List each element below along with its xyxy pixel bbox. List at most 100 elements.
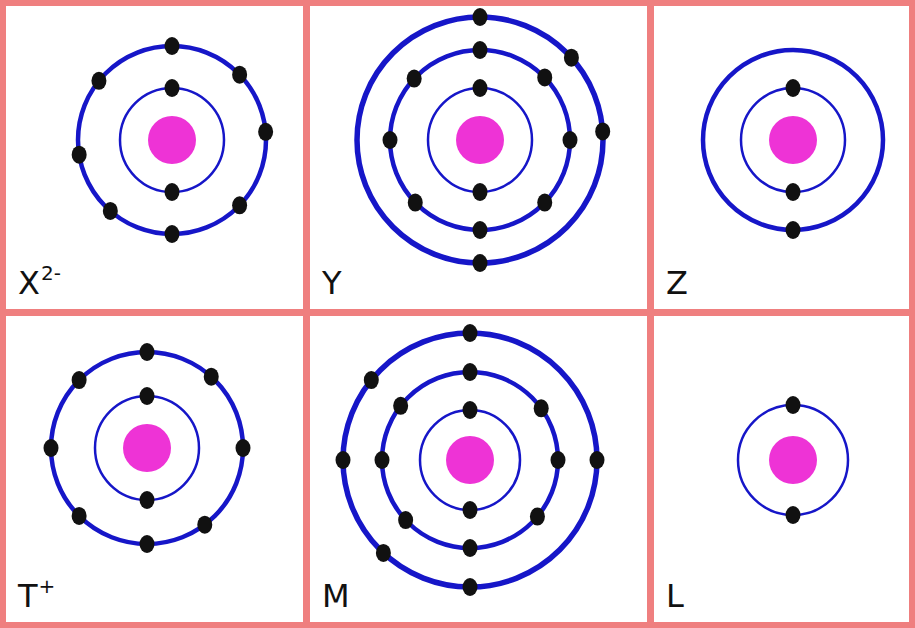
electron xyxy=(232,66,247,84)
electron xyxy=(236,439,251,457)
bohr-model xyxy=(72,37,273,243)
electron xyxy=(140,343,155,361)
charge-superscript: 2- xyxy=(41,261,61,285)
electron xyxy=(563,131,578,149)
electron-shell xyxy=(741,88,845,192)
element-symbol: M xyxy=(322,577,350,615)
electron xyxy=(336,451,351,469)
electron xyxy=(786,183,801,201)
electron xyxy=(463,539,478,557)
electron xyxy=(473,8,488,26)
electron xyxy=(258,123,273,141)
ion-symbol: L xyxy=(666,580,684,612)
panel-background xyxy=(6,6,303,309)
bohr-model xyxy=(357,8,610,272)
electron xyxy=(44,439,59,457)
electron xyxy=(232,196,247,214)
electron xyxy=(463,501,478,519)
electron xyxy=(408,194,423,212)
electron-shell xyxy=(51,352,243,544)
electron-shell xyxy=(78,46,266,234)
electron xyxy=(140,387,155,405)
electron xyxy=(551,451,566,469)
element-symbol: L xyxy=(666,577,684,615)
electron xyxy=(364,371,379,389)
atom-panel: T+ xyxy=(4,314,305,624)
electron xyxy=(595,122,610,140)
electron xyxy=(165,79,180,97)
element-symbol: Y xyxy=(322,264,342,302)
electron-shell xyxy=(95,396,199,500)
ion-symbol: Y xyxy=(322,267,342,299)
atom-panel: X2- xyxy=(4,4,305,311)
electron xyxy=(537,194,552,212)
bohr-model xyxy=(703,50,883,239)
element-symbol: X xyxy=(18,264,40,302)
electron xyxy=(376,544,391,562)
electron xyxy=(165,225,180,243)
nucleus xyxy=(769,116,817,164)
panel-background xyxy=(310,6,647,309)
electron xyxy=(473,254,488,272)
electron-shell xyxy=(357,17,603,263)
electron-shell xyxy=(428,88,532,192)
electron-shell xyxy=(738,405,848,515)
ion-symbol: T+ xyxy=(18,580,55,612)
bohr-model xyxy=(44,343,251,553)
electron-shell xyxy=(420,410,520,510)
panel-background xyxy=(310,316,647,622)
nucleus xyxy=(769,436,817,484)
electron xyxy=(165,37,180,55)
nucleus xyxy=(456,116,504,164)
electron-shell xyxy=(120,88,224,192)
electron xyxy=(140,535,155,553)
electron xyxy=(463,578,478,596)
ion-symbol: X2- xyxy=(18,267,61,299)
element-symbol: Z xyxy=(666,264,688,302)
atom-panel: Z xyxy=(652,4,911,311)
electron xyxy=(140,491,155,509)
nucleus xyxy=(123,424,171,472)
bohr-model xyxy=(336,324,605,596)
electron xyxy=(786,79,801,97)
element-symbol: T xyxy=(18,577,38,615)
electron xyxy=(165,183,180,201)
electron xyxy=(537,68,552,86)
electron xyxy=(786,221,801,239)
panel-background xyxy=(654,316,909,622)
electron-shell xyxy=(382,372,558,548)
nucleus xyxy=(148,116,196,164)
ion-symbol: Z xyxy=(666,267,688,299)
charge-superscript: + xyxy=(39,574,56,598)
electron xyxy=(393,397,408,415)
electron xyxy=(473,183,488,201)
atom-panel: L xyxy=(652,314,911,624)
electron xyxy=(204,368,219,386)
bohr-model xyxy=(738,396,848,524)
electron xyxy=(530,508,545,526)
ion-symbol: M xyxy=(322,580,350,612)
electron xyxy=(463,401,478,419)
electron xyxy=(473,79,488,97)
electron-shell xyxy=(703,50,883,230)
electron xyxy=(786,396,801,414)
electron xyxy=(72,507,87,525)
panel-background xyxy=(6,316,303,622)
electron xyxy=(564,49,579,67)
electron xyxy=(72,146,87,164)
nucleus xyxy=(446,436,494,484)
electron-shell xyxy=(390,50,570,230)
electron xyxy=(786,506,801,524)
electron xyxy=(383,131,398,149)
electron-shell xyxy=(343,333,597,587)
panel-background xyxy=(654,6,909,309)
atom-panel: M xyxy=(308,314,649,624)
electron xyxy=(72,371,87,389)
electron xyxy=(407,70,422,88)
electron xyxy=(375,451,390,469)
electron xyxy=(473,221,488,239)
electron xyxy=(590,451,605,469)
atom-panel: Y xyxy=(308,4,649,311)
